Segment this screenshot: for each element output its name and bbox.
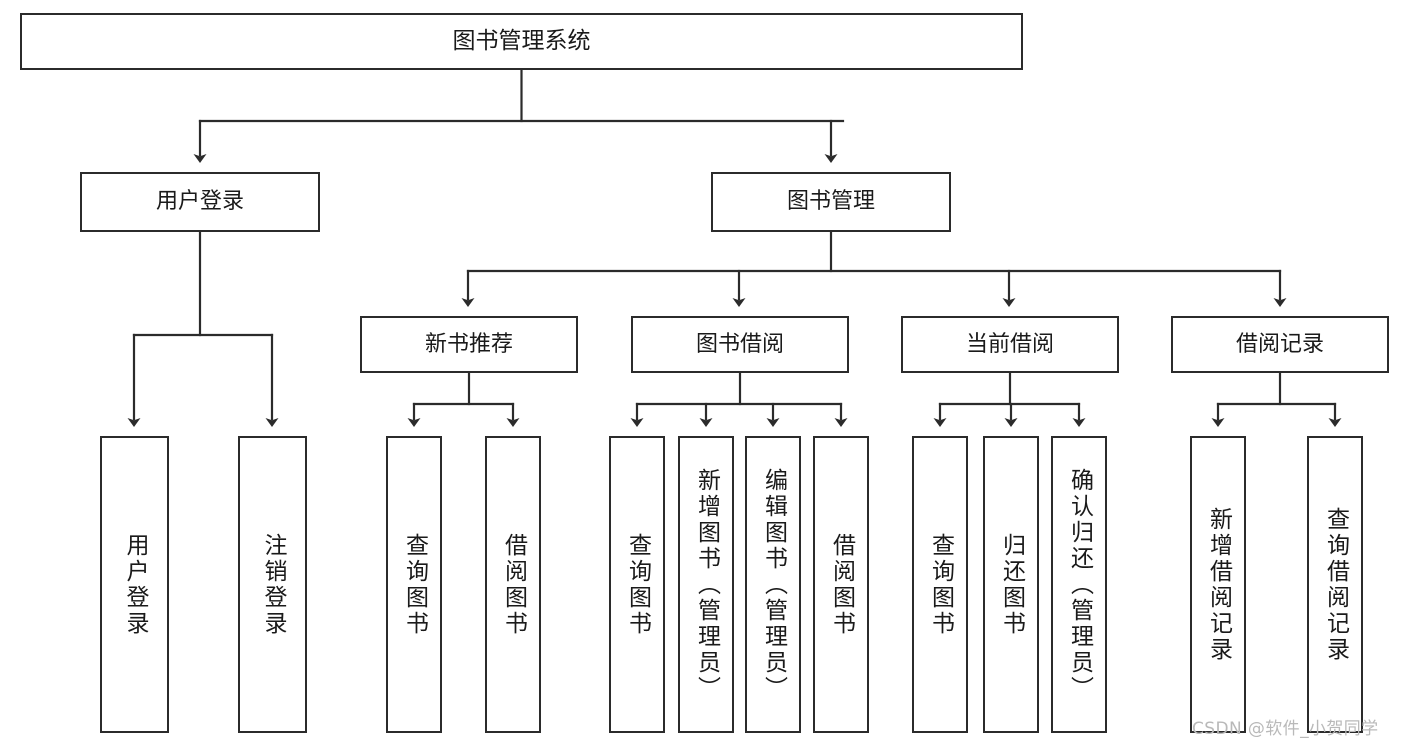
node-leaf-confirm-return-label: 确认归还（管理员）	[1066, 467, 1093, 702]
node-leaf-query-record[interactable]: 查询借阅记录	[1307, 436, 1363, 733]
node-leaf-add-book-label: 新增图书（管理员）	[693, 467, 720, 702]
node-root[interactable]: 图书管理系统	[20, 13, 1023, 70]
node-book-borrow[interactable]: 图书借阅	[631, 316, 849, 373]
node-root-label: 图书管理系统	[452, 27, 591, 54]
node-leaf-query-record-label: 查询借阅记录	[1322, 506, 1349, 663]
node-current-borrow[interactable]: 当前借阅	[901, 316, 1119, 373]
node-leaf-query-book-2-label: 查询图书	[624, 532, 651, 637]
node-borrow-record[interactable]: 借阅记录	[1171, 316, 1389, 373]
node-leaf-user-logout[interactable]: 注销登录	[238, 436, 307, 733]
node-leaf-edit-book-label: 编辑图书（管理员）	[760, 467, 787, 702]
node-leaf-query-book-3-label: 查询图书	[927, 532, 954, 637]
watermark: CSDN @软件_小贺同学	[1192, 719, 1379, 739]
node-leaf-user-login-label: 用户登录	[122, 532, 148, 637]
node-leaf-borrow-book-2-label: 借阅图书	[828, 532, 855, 637]
node-leaf-add-record-label: 新增借阅记录	[1205, 506, 1232, 663]
node-current-borrow-label: 当前借阅	[965, 331, 1054, 357]
node-book-borrow-label: 图书借阅	[695, 331, 784, 357]
node-leaf-query-book-3[interactable]: 查询图书	[912, 436, 968, 733]
node-leaf-borrow-book-1[interactable]: 借阅图书	[485, 436, 541, 733]
node-leaf-user-logout-label: 注销登录	[260, 532, 286, 637]
node-new-book-rec[interactable]: 新书推荐	[360, 316, 578, 373]
node-leaf-borrow-book-1-label: 借阅图书	[500, 532, 527, 637]
node-leaf-query-book-1-label: 查询图书	[401, 532, 428, 637]
node-leaf-add-book[interactable]: 新增图书（管理员）	[678, 436, 734, 733]
node-leaf-return-book[interactable]: 归还图书	[983, 436, 1039, 733]
node-leaf-add-record[interactable]: 新增借阅记录	[1190, 436, 1246, 733]
node-leaf-return-book-label: 归还图书	[998, 532, 1025, 637]
node-leaf-query-book-2[interactable]: 查询图书	[609, 436, 665, 733]
node-book-manage[interactable]: 图书管理	[711, 172, 951, 232]
node-leaf-confirm-return[interactable]: 确认归还（管理员）	[1051, 436, 1107, 733]
node-leaf-borrow-book-2[interactable]: 借阅图书	[813, 436, 869, 733]
node-new-book-rec-label: 新书推荐	[424, 331, 513, 357]
node-borrow-record-label: 借阅记录	[1235, 331, 1324, 357]
node-leaf-edit-book[interactable]: 编辑图书（管理员）	[745, 436, 801, 733]
node-book-manage-label: 图书管理	[786, 189, 875, 215]
node-leaf-user-login[interactable]: 用户登录	[100, 436, 169, 733]
node-leaf-query-book-1[interactable]: 查询图书	[386, 436, 442, 733]
node-user-login[interactable]: 用户登录	[80, 172, 320, 232]
node-user-login-label: 用户登录	[155, 189, 244, 215]
